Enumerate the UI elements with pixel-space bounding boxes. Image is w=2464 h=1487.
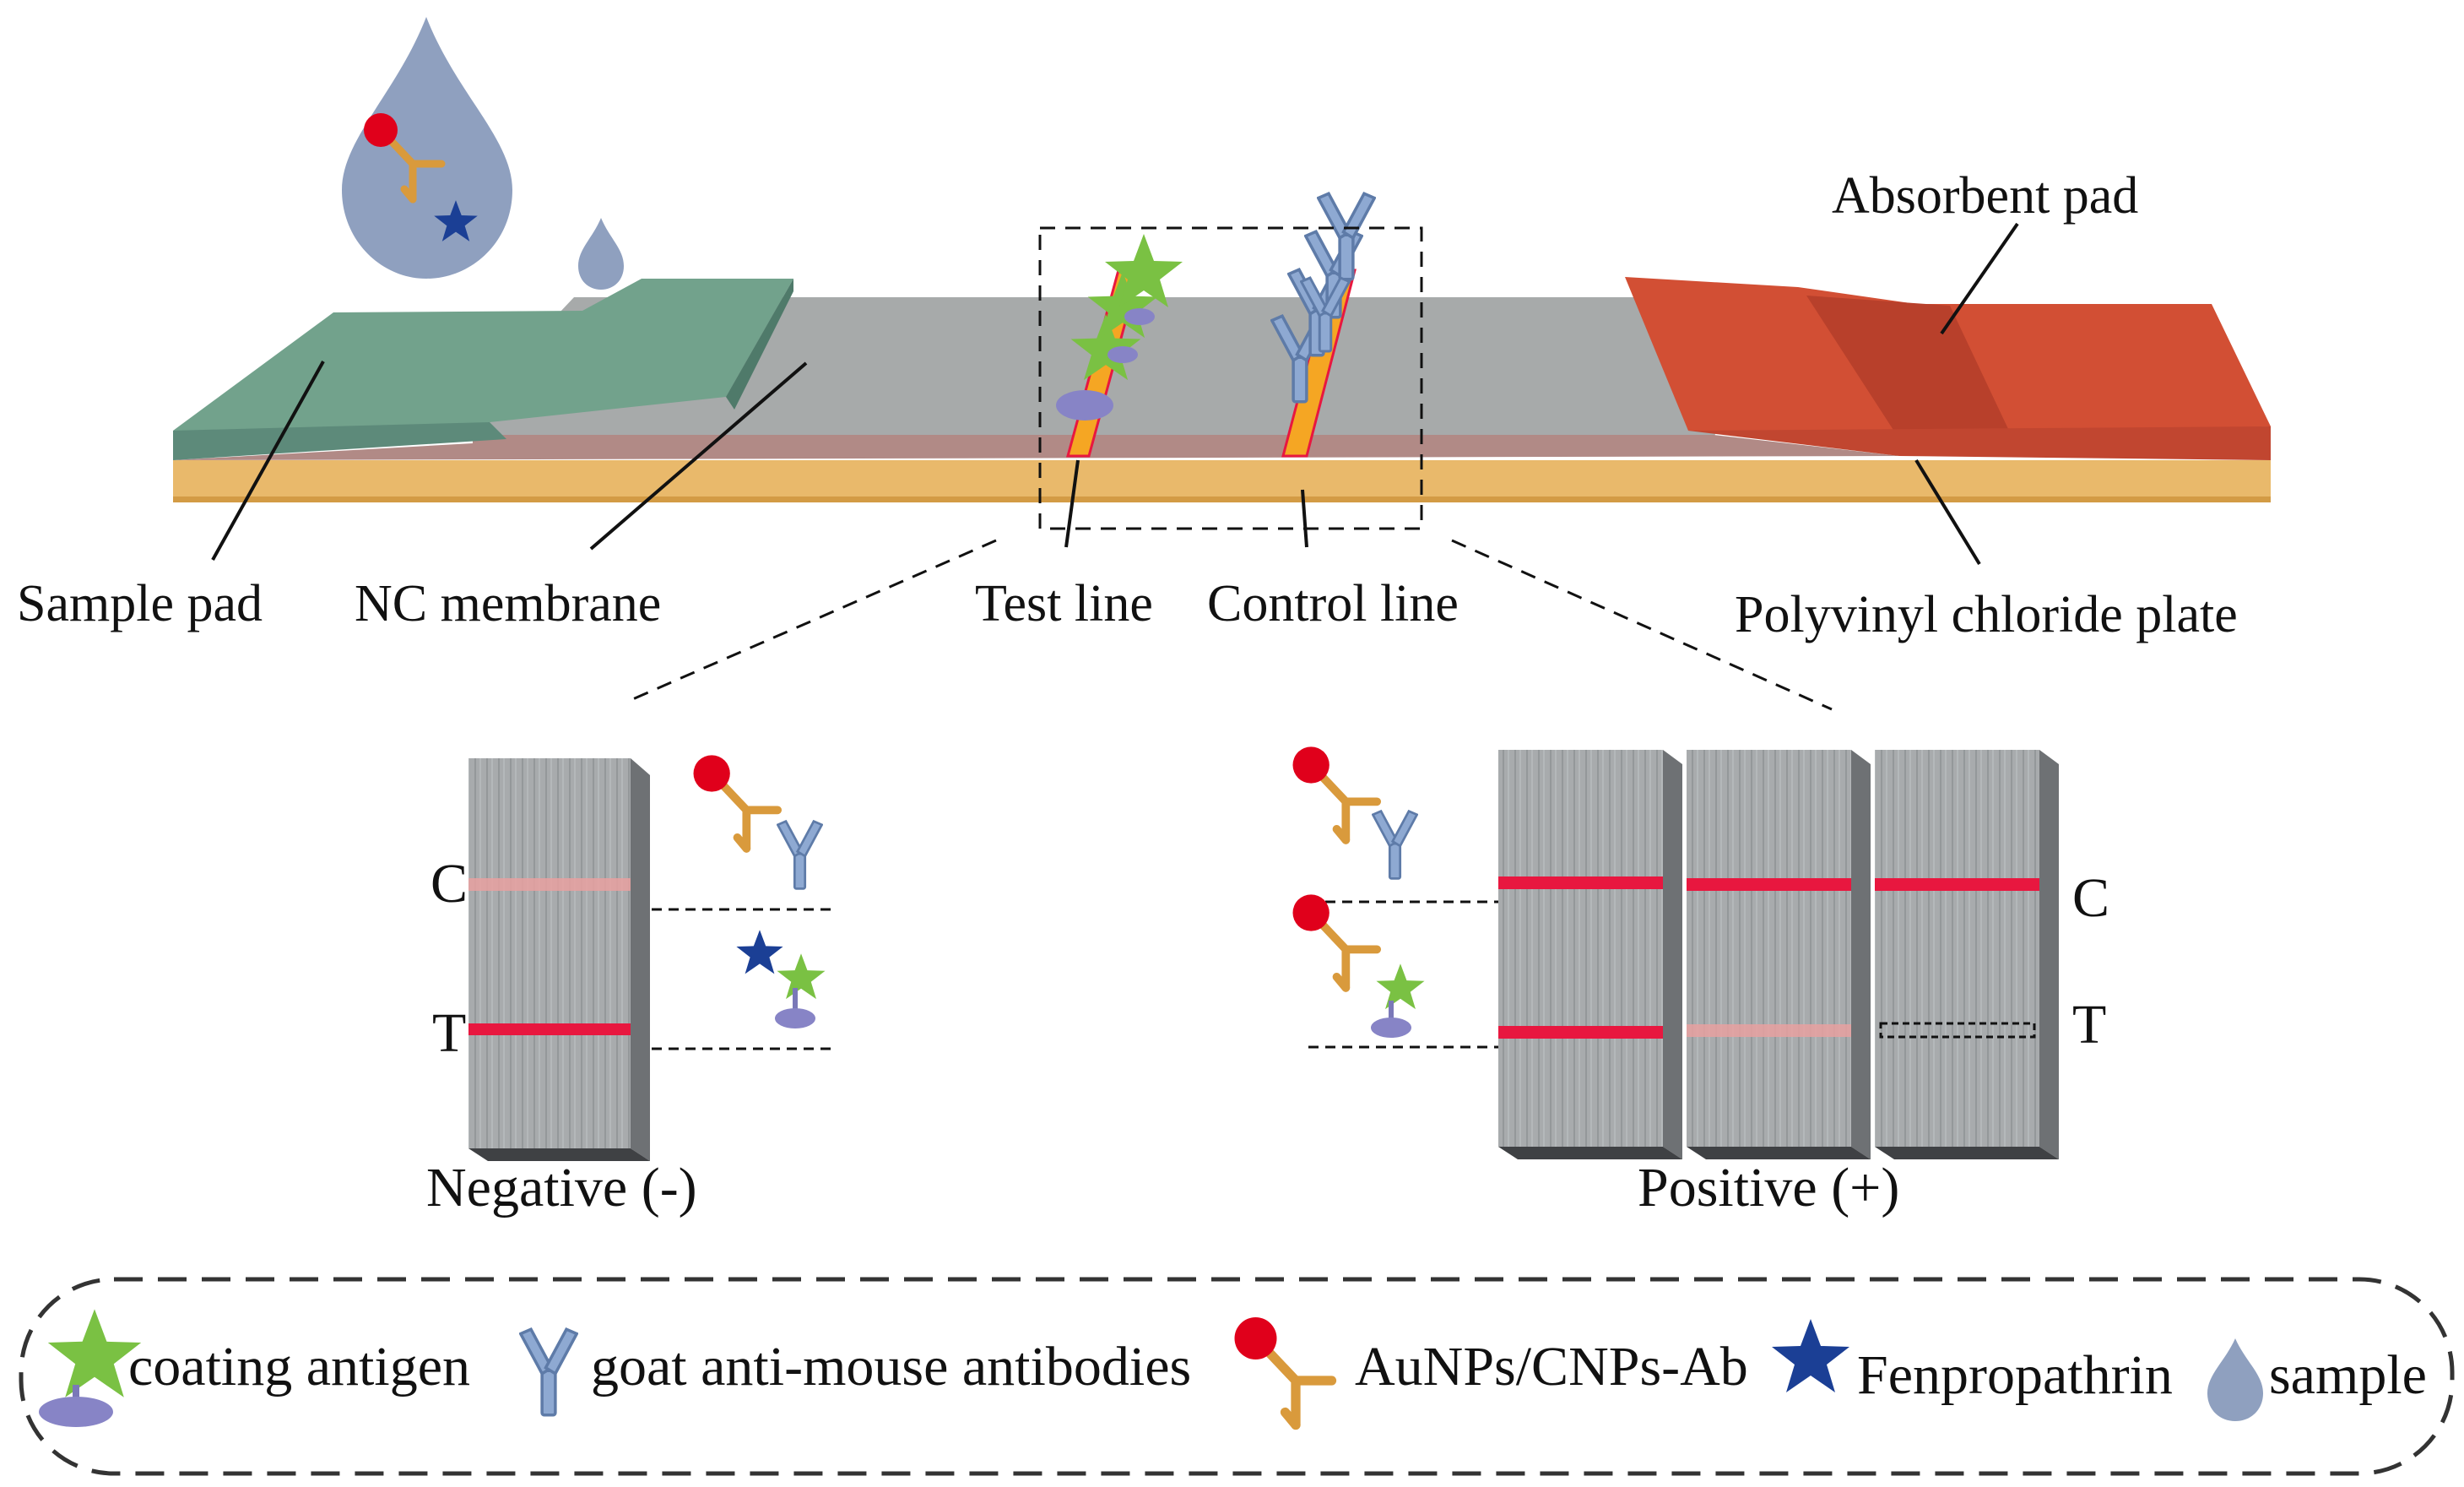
absorbent-pad — [1625, 277, 2271, 460]
legend: coating antigen goat anti-mouse antibodi… — [19, 1277, 2455, 1476]
negative-strip — [468, 758, 650, 1161]
positive-dashes — [1308, 900, 1498, 1049]
positive-strip-2 — [1687, 750, 1871, 1159]
negative-dashes — [652, 908, 831, 1050]
positive-label: Positive (+) — [1638, 1157, 1899, 1218]
negative-test-complex — [736, 930, 826, 1028]
legend-sample: sample — [2269, 1344, 2427, 1406]
label-control-line: Control line — [1207, 575, 1459, 632]
positive-strip-1 — [1498, 750, 1682, 1159]
positive-test-complex — [1293, 894, 1425, 1038]
legend-coating-antigen: coating antigen — [128, 1336, 470, 1397]
label-absorbent-pad: Absorbent pad — [1832, 167, 2138, 225]
label-nc-membrane: NC membrane — [355, 575, 661, 632]
sample-drop-large — [342, 17, 512, 279]
test-line-antigens — [1056, 234, 1183, 421]
legend-aunps-ab: AuNPs/CNPs-Ab — [1355, 1336, 1748, 1397]
negative-label: Negative (-) — [426, 1157, 697, 1218]
legend-antigen-icon — [39, 1309, 142, 1427]
positive-t-mark: T — [2072, 994, 2106, 1056]
leader-lines — [211, 222, 2019, 566]
negative-c-mark: C — [431, 853, 468, 914]
positive-control-complex — [1293, 746, 1418, 880]
negative-test-line — [468, 1023, 631, 1035]
label-test-line: Test line — [975, 575, 1153, 632]
label-pvc-plate: Polyvinyl chloride plate — [1735, 586, 2238, 643]
zoom-box — [628, 226, 1833, 711]
legend-aunp-icon — [1235, 1317, 1332, 1425]
positive-c-mark: C — [2072, 867, 2109, 929]
negative-t-mark: T — [432, 1002, 466, 1064]
pvc-plate — [173, 460, 2271, 502]
legend-goat-antibody: goat anti-mouse antibodies — [591, 1336, 1191, 1397]
negative-control-line — [468, 878, 631, 891]
sample-pad — [173, 279, 793, 460]
legend-antibody-icon — [519, 1327, 578, 1417]
positive-strip-3 — [1875, 750, 2059, 1159]
legend-sample-icon — [2207, 1338, 2263, 1421]
sample-drop-small — [578, 218, 624, 290]
label-sample-pad: Sample pad — [17, 575, 263, 632]
legend-fenpropathrin-icon — [1772, 1319, 1849, 1392]
negative-control-complex — [694, 755, 823, 890]
legend-fenpropathrin: Fenpropathrin — [1857, 1344, 2173, 1406]
